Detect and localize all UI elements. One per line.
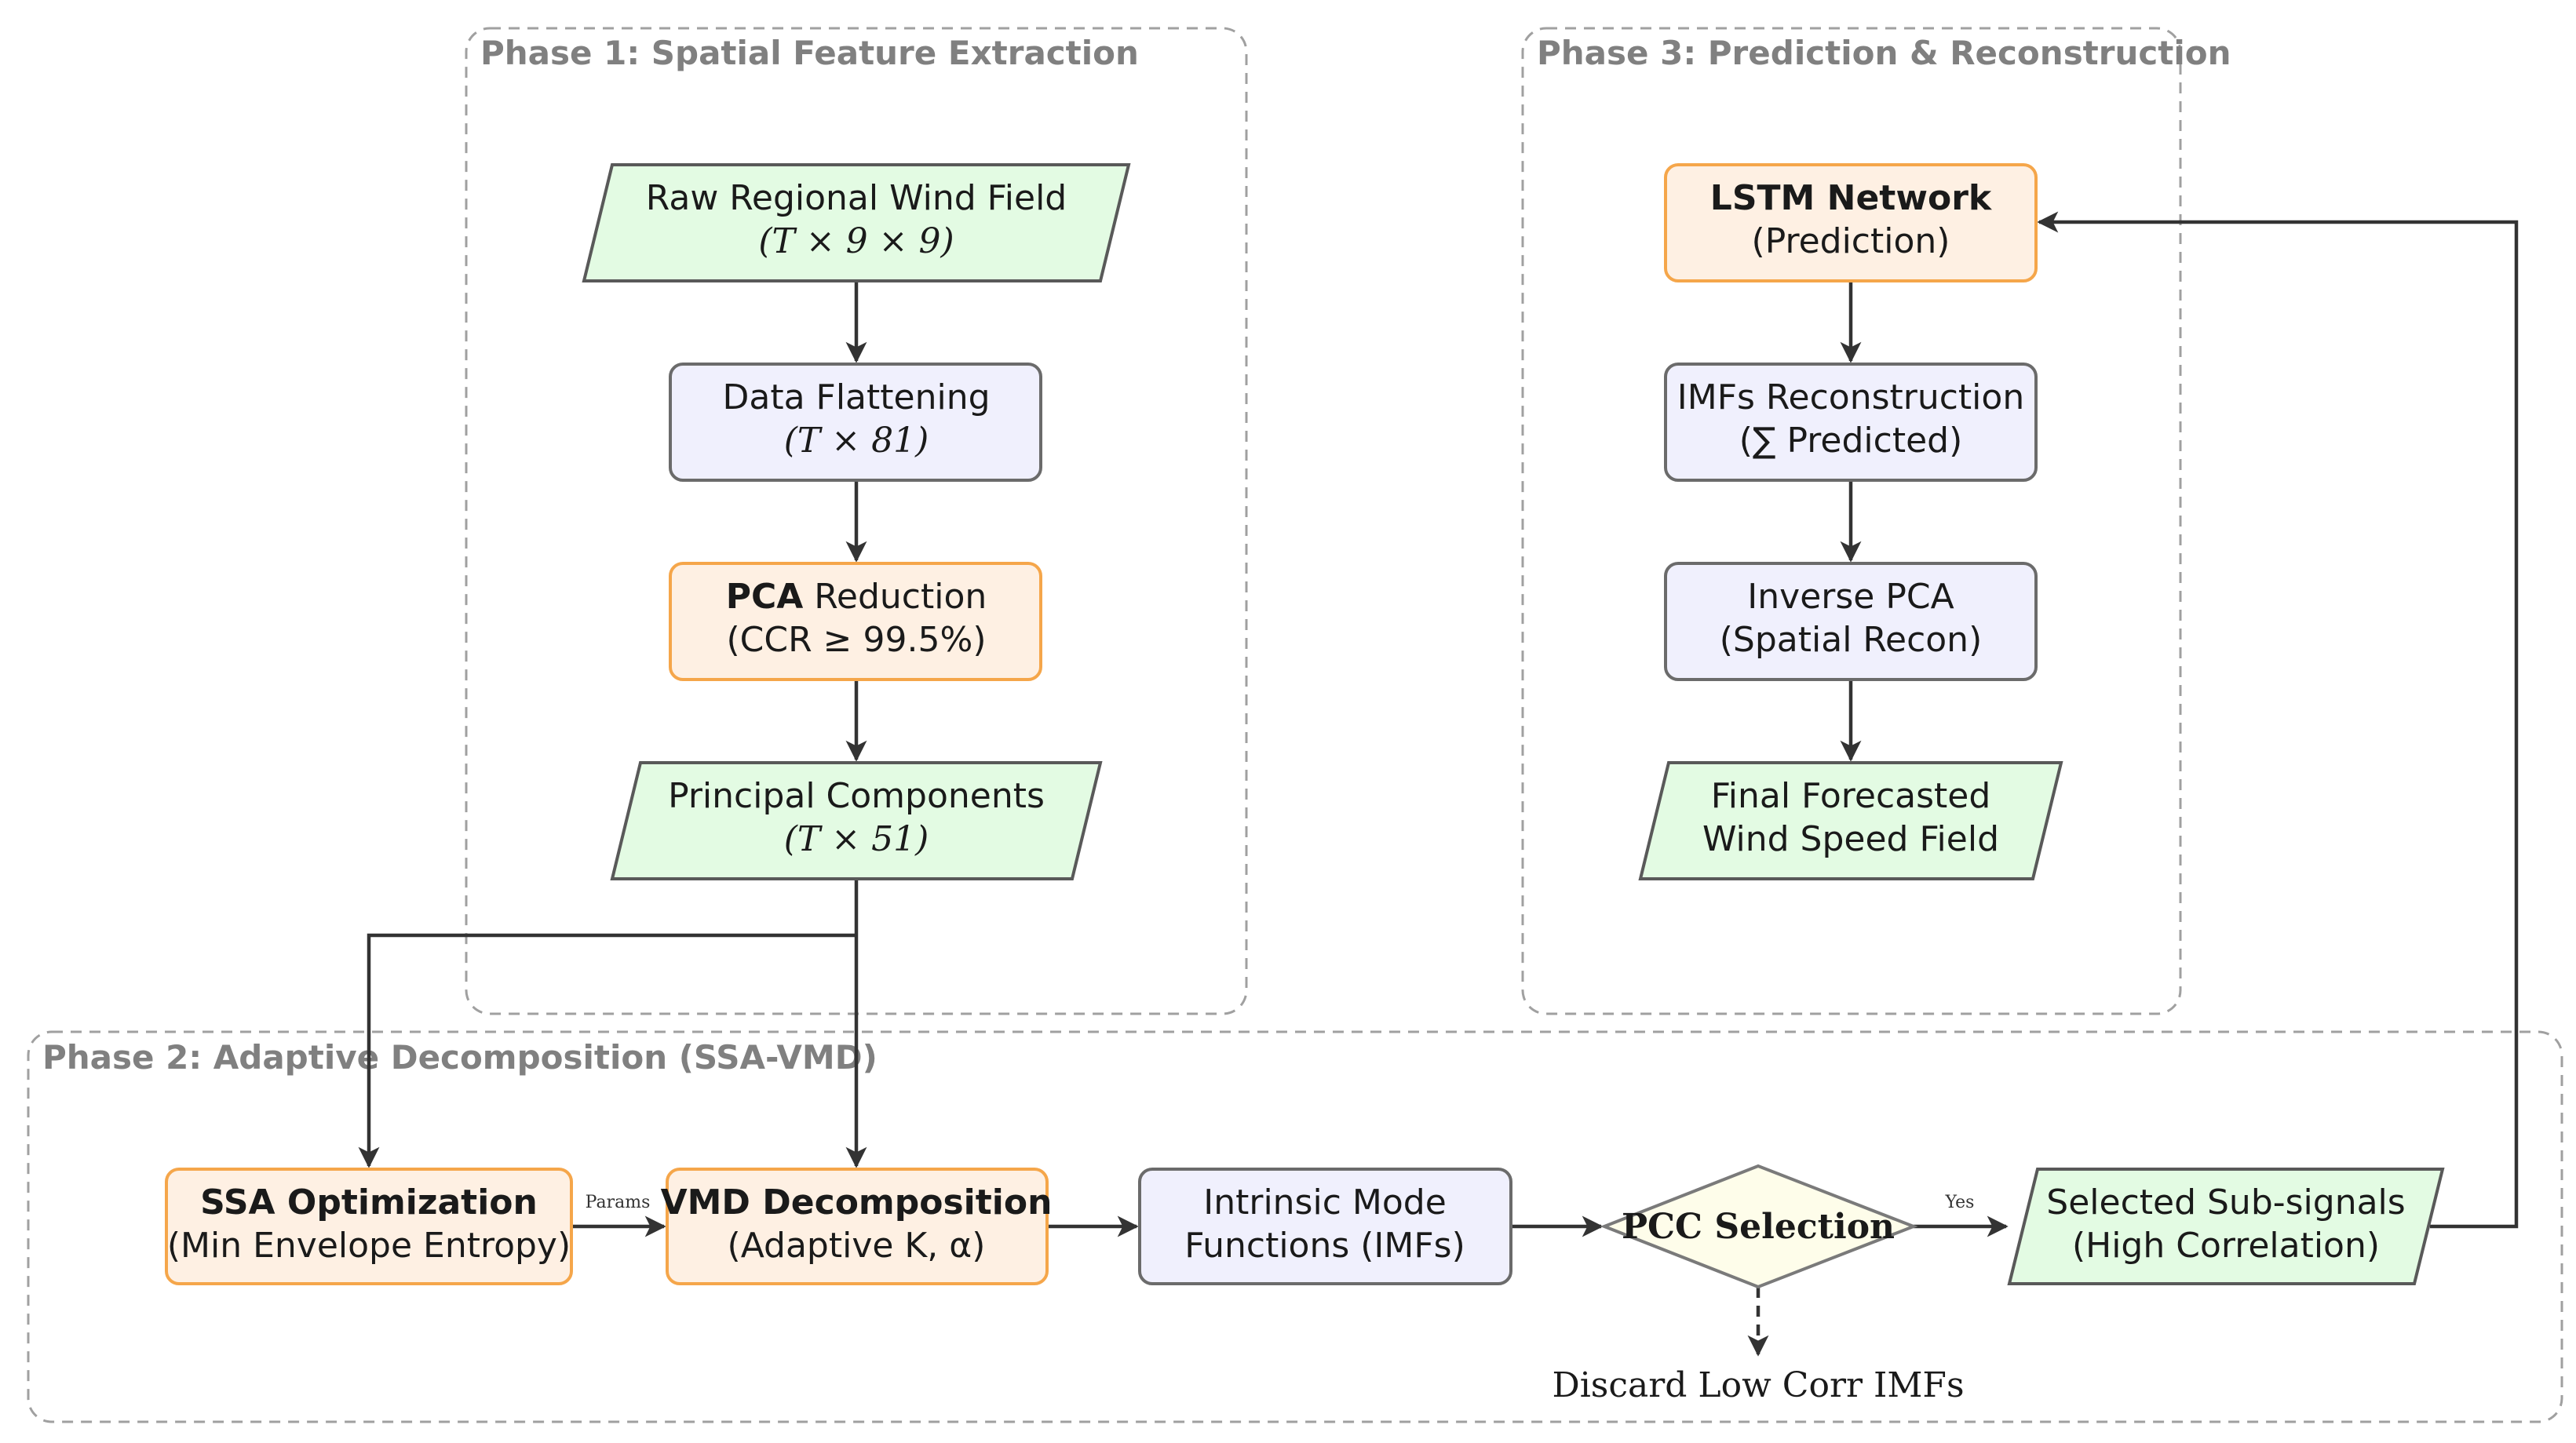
pca-reduction-ccr: (CCR ≥ 99.5%) bbox=[727, 620, 987, 660]
node-ssa-optimization: SSA Optimization (Min Envelope Entropy) bbox=[165, 1168, 573, 1285]
raw-wind-field-dims: (T × 9 × 9) bbox=[758, 221, 954, 261]
node-principal-components: Principal Components (T × 51) bbox=[610, 761, 1103, 880]
imfs-reconstruction-subtitle: (∑ Predicted) bbox=[1739, 421, 1963, 461]
imfs-reconstruction-title: IMFs Reconstruction bbox=[1677, 377, 2024, 417]
edge-selected-to-lstm bbox=[2037, 211, 2519, 1229]
phase3-group: Phase 3: Prediction & Reconstruction bbox=[1521, 27, 2231, 1015]
edge-label-yes: Yes bbox=[1945, 1193, 1975, 1212]
node-inverse-pca: Inverse PCA (Spatial Recon) bbox=[1664, 562, 2038, 681]
vmd-decomposition-title: VMD Decomposition bbox=[661, 1182, 1053, 1223]
principal-components-dims: (T × 51) bbox=[784, 819, 929, 859]
node-imfs-reconstruction: IMFs Reconstruction (∑ Predicted) bbox=[1664, 363, 2038, 482]
inverse-pca-subtitle: (Spatial Recon) bbox=[1720, 620, 1982, 660]
pcc-selection-label: PCC Selection bbox=[1622, 1207, 1895, 1247]
phase2-title: Phase 2: Adaptive Decomposition (SSA-VMD… bbox=[42, 1038, 878, 1077]
node-raw-wind-field: Raw Regional Wind Field (T × 9 × 9) bbox=[582, 163, 1131, 282]
data-flattening-dims: (T × 81) bbox=[784, 421, 929, 461]
selected-subsignals-title: Selected Sub-signals bbox=[2046, 1182, 2405, 1223]
lstm-network-title: LSTM Network bbox=[1710, 178, 1993, 218]
data-flattening-title: Data Flattening bbox=[722, 377, 990, 417]
final-forecast-line2: Wind Speed Field bbox=[1702, 819, 1999, 859]
phase2-group: Phase 2: Adaptive Decomposition (SSA-VMD… bbox=[27, 1030, 2563, 1423]
node-lstm-network: LSTM Network (Prediction) bbox=[1664, 163, 2038, 282]
selected-subsignals-subtitle: (High Correlation) bbox=[2072, 1226, 2380, 1266]
principal-components-title: Principal Components bbox=[668, 776, 1045, 816]
final-forecast-line1: Final Forecasted bbox=[1711, 776, 1991, 816]
node-pca-reduction: PCA Reduction (CCR ≥ 99.5%) bbox=[669, 562, 1042, 681]
imfs-line1: Intrinsic Mode bbox=[1203, 1182, 1447, 1223]
phase1-title: Phase 1: Spatial Feature Extraction bbox=[480, 34, 1139, 72]
pca-reduction-title: PCA Reduction bbox=[726, 577, 987, 617]
ssa-optimization-title: SSA Optimization bbox=[200, 1182, 538, 1223]
node-vmd-decomposition: VMD Decomposition (Adaptive K, α) bbox=[661, 1168, 1053, 1285]
inverse-pca-title: Inverse PCA bbox=[1747, 577, 1954, 617]
phase3-title: Phase 3: Prediction & Reconstruction bbox=[1537, 34, 2231, 72]
edge-pc-to-ssa bbox=[358, 933, 856, 1168]
node-final-forecast: Final Forecasted Wind Speed Field bbox=[1638, 761, 2063, 880]
node-selected-subsignals: Selected Sub-signals (High Correlation) bbox=[2007, 1168, 2445, 1285]
pca-reduction-rest: Reduction bbox=[803, 577, 987, 617]
edges bbox=[358, 211, 2519, 1357]
edge-label-params: Params bbox=[586, 1193, 651, 1212]
ssa-optimization-subtitle: (Min Envelope Entropy) bbox=[167, 1226, 571, 1266]
node-imfs: Intrinsic Mode Functions (IMFs) bbox=[1138, 1168, 1512, 1285]
imfs-line2: Functions (IMFs) bbox=[1184, 1226, 1465, 1266]
pca-reduction-bold: PCA bbox=[726, 577, 804, 617]
discard-label: Discard Low Corr IMFs bbox=[1552, 1365, 1964, 1405]
node-pcc-selection: PCC Selection bbox=[1600, 1164, 1918, 1289]
lstm-network-subtitle: (Prediction) bbox=[1752, 221, 1950, 261]
node-data-flattening: Data Flattening (T × 81) bbox=[669, 363, 1042, 482]
vmd-decomposition-params: (Adaptive K, α) bbox=[728, 1226, 986, 1266]
raw-wind-field-title: Raw Regional Wind Field bbox=[646, 178, 1067, 218]
